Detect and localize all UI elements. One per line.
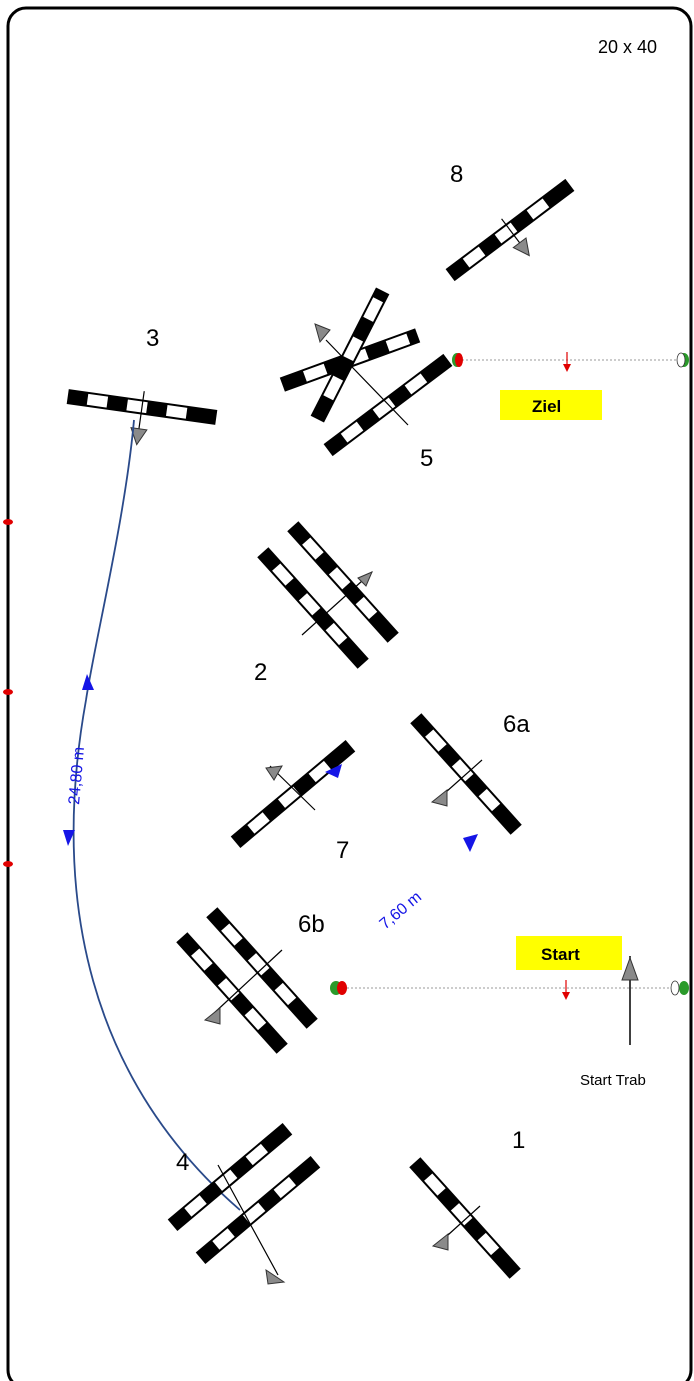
finish-label: Ziel bbox=[532, 397, 561, 416]
direction-arrow-icon bbox=[63, 830, 75, 846]
direction-arrow-icon bbox=[430, 788, 448, 807]
jump-7 bbox=[230, 740, 356, 848]
direction-arrow-icon bbox=[621, 956, 639, 981]
direction-arrow-icon bbox=[265, 1268, 286, 1285]
jump-3 bbox=[66, 389, 218, 446]
combination-distance-label: 7,60 m bbox=[377, 889, 425, 933]
start-line bbox=[330, 956, 689, 1045]
direction-arrow-icon bbox=[265, 765, 283, 781]
direction-arrow-icon bbox=[130, 427, 148, 446]
start-label: Start bbox=[541, 945, 580, 964]
direction-arrow-icon bbox=[314, 323, 331, 344]
finish-line bbox=[452, 352, 689, 372]
jump-8 bbox=[445, 178, 575, 282]
jump-label-2: 2 bbox=[254, 659, 267, 686]
jump-label-7: 7 bbox=[336, 837, 349, 864]
jump-label-6a: 6a bbox=[503, 711, 530, 738]
flag-icon bbox=[679, 981, 689, 995]
direction-arrow-icon bbox=[431, 1232, 449, 1251]
jump-label-3: 3 bbox=[146, 325, 159, 352]
jump-label-8: 8 bbox=[450, 161, 463, 188]
jump-5 bbox=[279, 287, 453, 457]
jump-6b bbox=[176, 907, 318, 1054]
jump-2 bbox=[257, 521, 399, 669]
direction-arrow-icon bbox=[203, 1006, 221, 1025]
arena-size-label: 20 x 40 bbox=[598, 37, 657, 57]
wall-marker bbox=[3, 519, 13, 525]
direction-arrow-icon bbox=[357, 571, 373, 587]
arena-border bbox=[6, 6, 693, 1381]
start-trot-label: Start Trab bbox=[580, 1072, 646, 1089]
direction-arrow-icon bbox=[463, 834, 478, 852]
jump-label-4: 4 bbox=[176, 1149, 189, 1176]
wall-marker bbox=[3, 689, 13, 695]
route-line bbox=[72, 419, 241, 1211]
start-box bbox=[516, 936, 622, 970]
finish-box bbox=[500, 390, 602, 420]
direction-arrow-icon bbox=[82, 674, 94, 690]
route-distance-label: 24,80 m bbox=[66, 746, 88, 805]
jump-label-1: 1 bbox=[512, 1127, 525, 1154]
wall-marker bbox=[3, 861, 13, 867]
jump-1 bbox=[409, 1157, 521, 1279]
jump-label-6b: 6b bbox=[298, 911, 325, 938]
direction-arrow-icon bbox=[325, 764, 342, 778]
jump-label-5: 5 bbox=[420, 445, 433, 472]
jump-4 bbox=[167, 1123, 321, 1285]
